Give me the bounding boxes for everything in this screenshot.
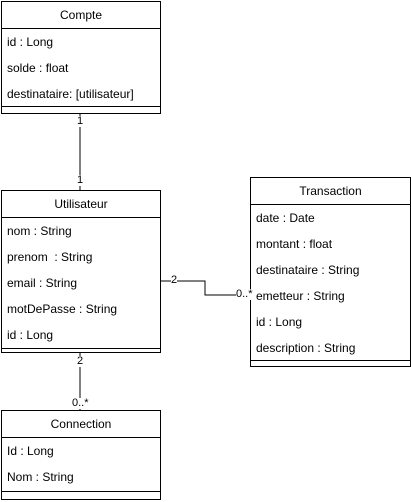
attribute: destinataire : String	[256, 263, 360, 277]
attribute: motDePasse : String	[7, 302, 118, 316]
class-compte-name: Compte	[2, 2, 160, 29]
class-compte[interactable]: Compte id : Long solde : float destinata…	[1, 1, 161, 114]
attribute: nom : String	[7, 224, 72, 238]
attribute: Id : Long	[7, 444, 54, 458]
attribute: emetteur : String	[256, 289, 345, 303]
multiplicity-label: 1	[77, 174, 84, 186]
attribute: email : String	[7, 276, 78, 290]
operations-separator	[251, 360, 410, 361]
class-connection-name: Connection	[2, 411, 160, 438]
attribute: montant : float	[256, 237, 333, 251]
class-connection[interactable]: Connection Id : Long Nom : String	[1, 410, 161, 500]
multiplicity-label: 1	[77, 115, 84, 127]
operations-separator	[2, 348, 160, 349]
utilisateur-transaction-link	[160, 280, 250, 296]
attribute: Nom : String	[7, 470, 74, 484]
attribute: solde : float	[7, 61, 69, 75]
class-transaction-name: Transaction	[251, 178, 410, 205]
operations-separator	[2, 491, 160, 492]
attribute: id : Long	[7, 328, 54, 342]
multiplicity-label: 0..*	[236, 288, 253, 300]
multiplicity-label: 2	[171, 274, 178, 286]
class-utilisateur[interactable]: Utilisateur nom : String prenom : String…	[1, 190, 161, 353]
attribute: id : Long	[7, 35, 54, 49]
attribute: destinataire: [utilisateur]	[7, 87, 134, 101]
class-utilisateur-name: Utilisateur	[2, 191, 160, 218]
attribute: prenom : String	[7, 250, 93, 264]
class-transaction[interactable]: Transaction date : Date montant : float …	[250, 177, 411, 367]
operations-separator	[2, 106, 160, 107]
multiplicity-label: 0..*	[72, 397, 89, 409]
attribute: date : Date	[256, 211, 315, 225]
multiplicity-label: 2	[77, 355, 84, 367]
attribute: id : Long	[256, 315, 303, 329]
attribute: description : String	[256, 341, 356, 355]
